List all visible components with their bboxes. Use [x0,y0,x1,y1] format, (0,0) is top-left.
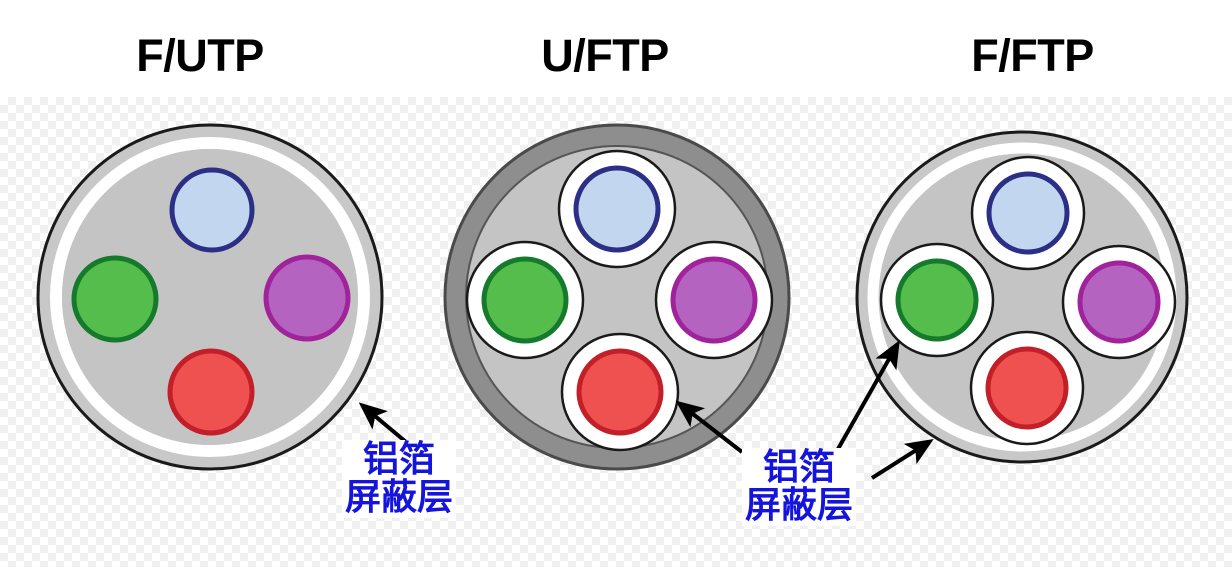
title-row: F/UTP U/FTP F/FTP [0,0,1232,97]
cable-title-futp: F/UTP [136,30,264,81]
uftp-pair-blue [573,165,661,253]
annotation-foil-shield-left: 铝箔 屏蔽层 [342,439,457,519]
cable-futp [36,123,384,471]
futp-pair-red [167,348,255,436]
annotation-left-line-1: 铝箔 [363,439,436,480]
annotation-right-line-2: 屏蔽层 [745,485,854,527]
futp-overall-foil-shield [50,137,370,457]
fftp-pair-green [895,258,979,342]
annotation-right-line-1: 铝箔 [763,447,836,488]
arrow-fftp-overall-foil [870,439,934,480]
cable-fftp [855,130,1189,464]
fftp-pair-red [985,346,1069,430]
futp-pair-blue [169,167,255,253]
annotation-foil-shield-right: 铝箔 屏蔽层 [742,447,857,527]
arrow-fftp-pair-foil [836,340,900,450]
uftp-pair-purple [670,256,758,344]
cable-title-fftp: F/FTP [971,30,1094,81]
fftp-core-fill [879,154,1165,440]
uftp-pair-green [481,256,569,344]
fftp-pair-purple [1077,260,1161,344]
fftp-pair-blue [986,171,1070,255]
futp-pair-purple [263,254,351,342]
annotation-left-line-2: 屏蔽层 [345,477,454,519]
cable-uftp [443,123,791,471]
futp-pair-green [71,255,159,343]
cable-title-uftp: U/FTP [541,30,669,81]
uftp-pair-red [576,348,664,436]
futp-core-fill [62,149,358,445]
arrow-uftp-pair-foil [675,400,744,454]
